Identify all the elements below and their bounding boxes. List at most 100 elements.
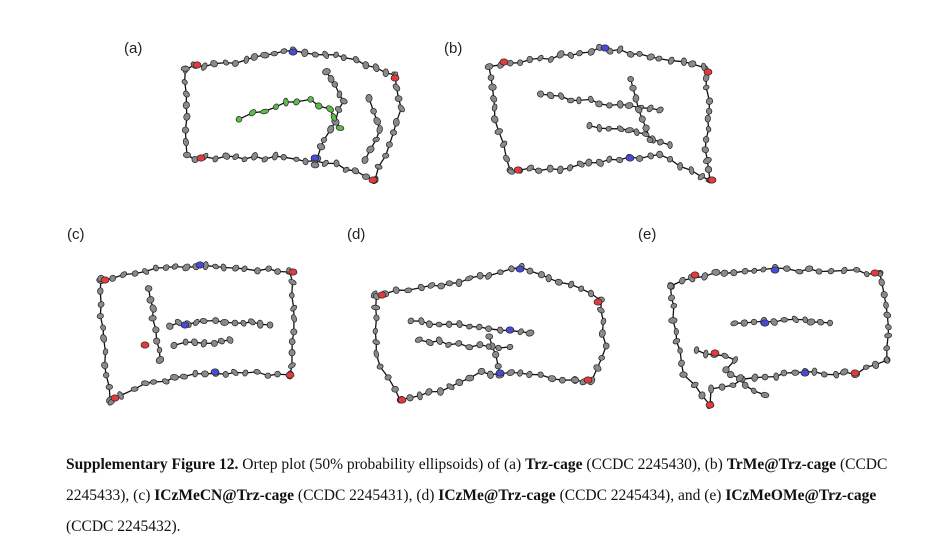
atom-ellipsoid	[156, 346, 163, 354]
atom-ellipsoid	[477, 367, 486, 375]
atom-ellipsoid	[217, 337, 225, 345]
atom-ellipsoid	[141, 380, 150, 386]
atom-ellipsoid	[485, 343, 492, 350]
atom-ellipsoid	[105, 384, 113, 390]
atom-ellipsoid	[570, 376, 580, 384]
atom-ellipsoid	[200, 339, 208, 348]
atom-ellipsoid	[241, 156, 248, 163]
atom-ellipsoid	[333, 159, 340, 168]
atom-ellipsoid	[537, 54, 544, 62]
caption-text-1: Ortep plot (50% probability ellipsoids) …	[238, 456, 526, 473]
atom-ellipsoid	[506, 343, 514, 351]
atom-ellipsoid	[251, 152, 258, 161]
caption-text-2: (CCDC 2245430), (b)	[582, 456, 727, 473]
atom-ellipsoid	[490, 95, 498, 103]
atom-ellipsoid	[418, 317, 425, 326]
atom-ellipsoid	[526, 370, 533, 379]
atom-ellipsoid	[366, 145, 375, 154]
atom-ellipsoid	[155, 356, 165, 364]
atom-ellipsoid	[627, 76, 635, 83]
atom-ellipsoid	[672, 338, 681, 345]
oxygen-atom	[707, 176, 717, 184]
atom-ellipsoid	[456, 320, 463, 329]
oxygen-atom	[850, 369, 860, 377]
atom-ellipsoid	[576, 96, 582, 105]
caption-compound-2: TrMe@Trz-cage	[726, 456, 837, 473]
atom-ellipsoid	[680, 57, 687, 66]
atom-ellipsoid	[171, 263, 179, 270]
atom-ellipsoid	[310, 161, 320, 169]
oxygen-atom	[690, 271, 700, 279]
panel-label-d: (d)	[347, 226, 366, 243]
atom-ellipsoid	[119, 271, 128, 278]
atom-ellipsoid	[322, 50, 330, 59]
atom-ellipsoid	[646, 104, 654, 113]
atom-ellipsoid	[735, 374, 744, 383]
atom-ellipsoid	[741, 267, 749, 275]
atom-ellipsoid	[576, 50, 583, 57]
atom-ellipsoid	[820, 371, 828, 378]
atom-ellipsoid	[232, 59, 239, 67]
atom-ellipsoid	[732, 356, 738, 364]
atom-ellipsoid	[497, 326, 504, 334]
atom-ellipsoid	[392, 83, 401, 92]
atom-ellipsoid	[231, 319, 239, 327]
atom-ellipsoid	[326, 105, 334, 113]
atom-ellipsoid	[152, 326, 160, 334]
atom-ellipsoid	[526, 164, 534, 172]
atom-ellipsoid	[465, 344, 474, 351]
atom-ellipsoid	[307, 96, 314, 103]
atom-ellipsoid	[330, 113, 337, 122]
atom-ellipsoid	[476, 271, 484, 280]
atom-ellipsoid	[567, 51, 574, 59]
atom-ellipsoid	[688, 60, 697, 68]
atom-ellipsoid	[626, 51, 635, 58]
atom-ellipsoid	[558, 92, 565, 100]
atom-ellipsoid	[293, 98, 300, 106]
atom-ellipsoid	[130, 386, 139, 392]
atom-ellipsoid	[485, 333, 494, 340]
atom-ellipsoid	[486, 370, 494, 379]
atom-ellipsoid	[667, 141, 673, 149]
oxygen-atom	[710, 349, 720, 357]
figure-caption: Supplementary Figure 12. Ortep plot (50%…	[66, 449, 896, 542]
atom-ellipsoid	[704, 166, 713, 173]
atom-ellipsoid	[417, 283, 425, 292]
caption-text-4: (CCDC 2245431), (d)	[294, 487, 439, 504]
atom-ellipsoid	[466, 323, 473, 330]
caption-prefix: Supplementary Figure 12.	[66, 456, 239, 473]
atom-ellipsoid	[425, 320, 433, 328]
atom-ellipsoid	[885, 324, 892, 331]
atom-ellipsoid	[721, 352, 729, 359]
atom-ellipsoid	[362, 61, 370, 70]
atom-ellipsoid	[750, 387, 757, 395]
atom-ellipsoid	[705, 97, 714, 105]
atom-ellipsoid	[791, 315, 799, 324]
structure-b	[484, 43, 717, 184]
atom-ellipsoid	[657, 138, 664, 146]
atom-ellipsoid	[291, 314, 297, 323]
atom-ellipsoid	[633, 128, 640, 136]
nitrogen-atom	[210, 368, 220, 376]
atom-ellipsoid	[372, 327, 378, 335]
atom-ellipsoid	[667, 282, 674, 290]
atom-ellipsoid	[476, 341, 484, 349]
atom-ellipsoid	[670, 303, 678, 309]
atom-ellipsoid	[274, 370, 281, 378]
atom-ellipsoid	[791, 369, 800, 376]
atom-ellipsoid	[548, 56, 554, 63]
oxygen-atom	[192, 61, 202, 69]
atom-ellipsoid	[625, 102, 634, 109]
atom-ellipsoid	[373, 314, 380, 322]
atom-ellipsoid	[702, 84, 710, 91]
caption-text-5: (CCDC 2245434), and (e)	[555, 487, 726, 504]
atom-ellipsoid	[862, 364, 870, 370]
oxygen-atom	[390, 74, 400, 82]
atom-ellipsoid	[373, 117, 381, 126]
atom-ellipsoid	[595, 158, 604, 167]
atom-ellipsoid	[96, 313, 104, 320]
atom-ellipsoid	[641, 131, 650, 137]
atom-ellipsoid	[701, 146, 709, 154]
atom-ellipsoid	[526, 55, 533, 64]
atom-ellipsoid	[248, 109, 257, 117]
